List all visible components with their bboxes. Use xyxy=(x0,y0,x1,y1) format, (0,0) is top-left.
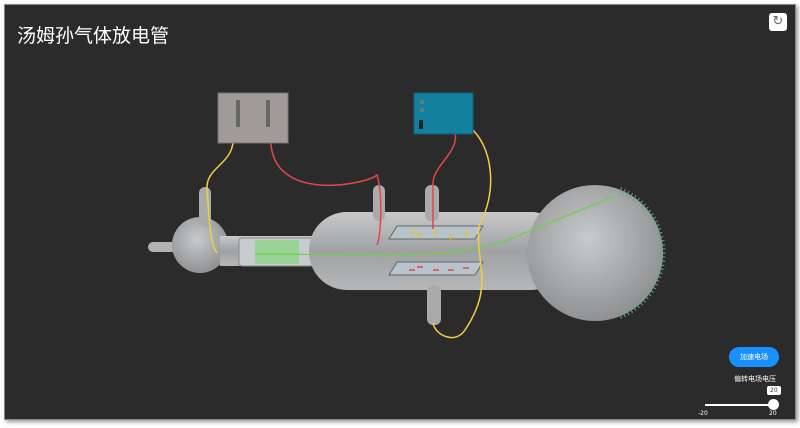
electron-beam xyxy=(254,195,616,256)
high-voltage-source xyxy=(217,92,289,144)
yellow-wire-cathode xyxy=(206,132,234,254)
anode-glow xyxy=(255,240,299,264)
discharge-tube-scene: +++++ xyxy=(148,92,666,339)
page-title: 汤姆孙气体放电管 xyxy=(17,25,170,47)
deflection-power-supply xyxy=(413,92,474,135)
lower-deflection-plate xyxy=(388,261,484,276)
refresh-icon[interactable]: ↻ xyxy=(769,13,787,31)
simulation-canvas: +++++ 汤姆孙气体放电管 ↻ 加速电场 偏转电场电压 20 -20 20 xyxy=(4,4,796,420)
screen-bulb xyxy=(527,185,663,321)
main-tube xyxy=(309,212,569,290)
slider-value-tooltip: 20 xyxy=(767,386,781,395)
svg-text:+: + xyxy=(462,227,471,240)
svg-text:+: + xyxy=(431,226,440,239)
left-bulb xyxy=(172,217,228,273)
yellow-wire-plate xyxy=(432,124,492,339)
anode-stem xyxy=(373,185,385,221)
slider-min: -20 xyxy=(698,410,708,417)
upper-deflection-plate xyxy=(388,225,484,240)
fluorescent-screen xyxy=(618,187,666,319)
deflection-voltage-label: 偏转电场电压 xyxy=(734,375,776,383)
negative-charges xyxy=(409,266,469,271)
slider-thumb[interactable] xyxy=(768,399,779,410)
red-wire-plate xyxy=(432,130,457,229)
svg-text:+: + xyxy=(408,226,417,239)
deflection-voltage-slider[interactable] xyxy=(705,404,775,406)
slider-max: 20 xyxy=(769,410,777,417)
red-wire-anode xyxy=(270,132,382,246)
lower-plate-stem xyxy=(427,285,441,325)
accelerating-field-button[interactable]: 加速电场 xyxy=(729,347,779,367)
svg-text:+: + xyxy=(446,231,455,244)
positive-charges: +++++ xyxy=(408,226,471,244)
svg-text:+: + xyxy=(415,228,424,241)
upper-plate-stem xyxy=(425,185,439,221)
